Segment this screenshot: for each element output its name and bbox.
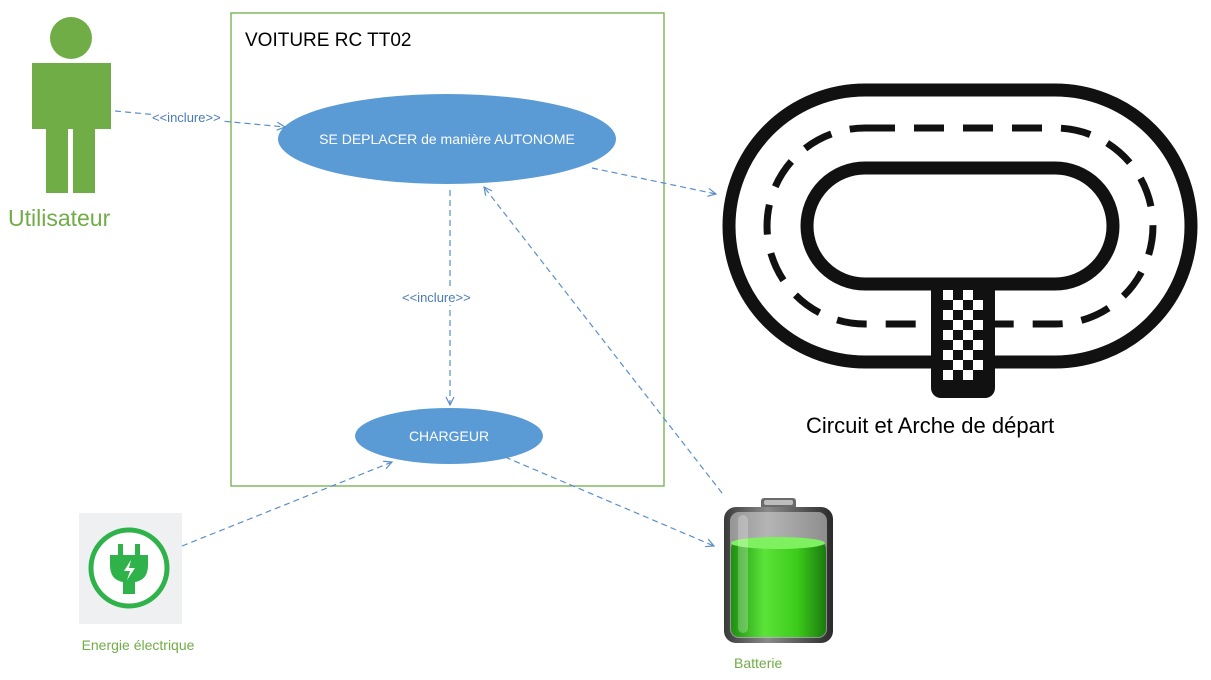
use-case-move-autonomous[interactable] [278,94,616,184]
association-move-circuit [591,167,716,194]
association-battery-move [484,187,723,494]
use-case-charger[interactable] [355,408,543,464]
use-case-charger-label: CHARGEUR [408,428,490,444]
system-boundary [230,12,665,487]
include-label-user-move: <<inclure>> [152,110,221,125]
association-charger-battery [504,456,714,546]
actor-circuit-label: Circuit et Arche de départ [806,413,1055,438]
race-track-icon [722,83,1198,398]
actor-energy-label: Energie électrique [81,637,195,653]
system-title: VOITURE RC TT02 [245,30,412,51]
actor-user-label: Utilisateur [8,205,111,231]
use-case-move-label: SE DEPLACER de manière AUTONOME [319,131,575,147]
actor-battery-label: Batterie [734,655,783,671]
include-label-move-charger: <<inclure>> [402,290,471,305]
battery-icon [724,498,833,643]
person-icon [32,17,111,193]
power-plug-icon [79,513,182,624]
association-energy-charger [181,462,392,547]
